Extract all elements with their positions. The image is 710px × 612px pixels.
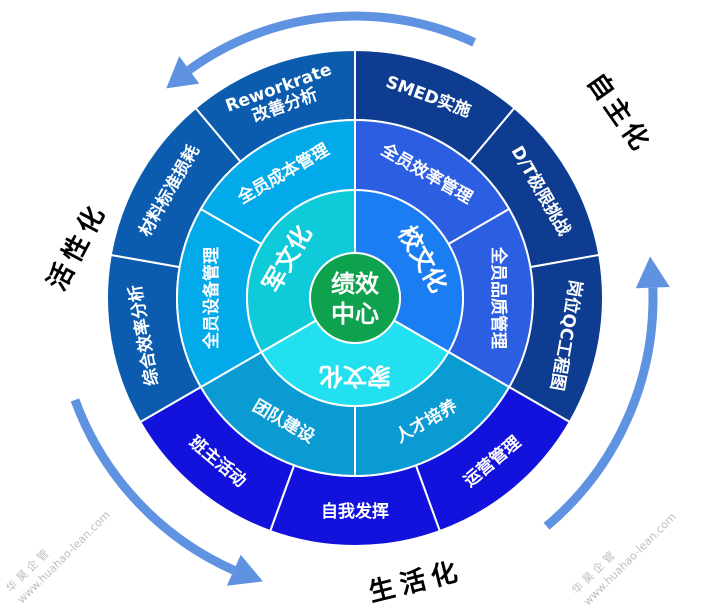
outer-ring-segment: 自我发挥 [268,463,442,547]
center-disc [309,252,401,344]
outer-ring-label: 自我发挥 [321,501,389,522]
outer-ring-segment: 材料标准损耗 [109,106,242,269]
middle-ring-label-line: 全员设备管理 [201,247,222,350]
inner-ring-segment: 校文化 [354,188,464,354]
cycle-arrow [70,398,263,586]
label-left-cycle: 活性化 [42,197,114,296]
inner-ring-segment: 军文化 [246,188,356,354]
cycle-arrow [166,11,477,89]
arrow-shaft [543,287,658,530]
inner-ring-segment: 家文化 [260,319,450,407]
watermark-url: www.huahao-lean.com [15,508,113,606]
cycle-arrow [543,256,670,530]
middle-ring-label: 全员品质管理 [488,246,509,349]
arrow-shaft [186,11,477,74]
outer-ring-segment: 班主活动 [138,385,296,533]
inner-ring-label-line: 家文化 [319,362,391,390]
label-right-cycle: 自主化 [580,67,657,159]
arrowhead-icon [226,554,263,586]
middle-ring-label-line: 全员品质管理 [488,246,509,349]
middle-ring-segment: 团队建设 [199,350,356,478]
middle-ring-label: 全员设备管理 [201,247,222,350]
inner-ring-label: 家文化 [319,362,391,390]
arrowhead-icon [635,256,670,289]
watermark-url: www.huahao-lean.com [581,510,679,608]
outer-ring-segment: 运营管理 [414,385,572,533]
label-bottom-cycle: 生活化 [366,556,466,608]
arrow-shaft [70,398,236,575]
center-label: 中心 [331,300,379,328]
outer-ring-segment: SMED实施 [354,48,516,164]
center-label: 绩效 [331,270,379,298]
outer-ring-label-line: 自我发挥 [321,501,389,522]
arrowhead-icon [166,56,200,89]
cycle-arrows [70,11,670,586]
